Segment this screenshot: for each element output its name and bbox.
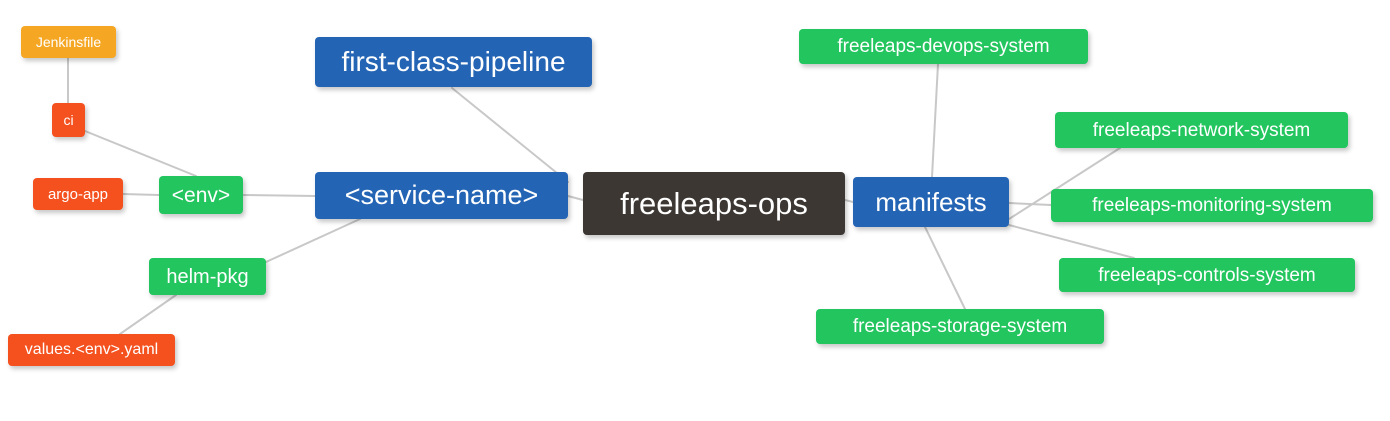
node-label: values.<env>.yaml [24, 341, 159, 358]
node-storage-sys[interactable]: freeleaps-storage-system [816, 309, 1104, 344]
node-label: Jenkinsfile [35, 34, 102, 50]
edge-manifests-to-monitor-sys [1008, 202, 1052, 206]
edge-root-to-manifests [844, 199, 854, 203]
edge-service-name-to-helm-pkg [265, 218, 361, 263]
edge-manifests-to-network-sys [1008, 147, 1121, 220]
node-env[interactable]: <env> [159, 176, 243, 214]
node-label: argo-app [47, 185, 109, 203]
node-label: manifests [875, 187, 987, 217]
edge-env-to-ci [84, 130, 197, 177]
edge-manifests-to-devops-sys [931, 63, 939, 178]
node-argo-app[interactable]: argo-app [33, 178, 123, 210]
node-service-name[interactable]: <service-name> [315, 172, 568, 219]
node-label: freeleaps-devops-system [837, 36, 1050, 57]
node-label: freeleaps-monitoring-system [1092, 195, 1332, 216]
node-network-sys[interactable]: freeleaps-network-system [1055, 112, 1348, 148]
node-values-yaml[interactable]: values.<env>.yaml [8, 334, 175, 366]
node-label: <service-name> [344, 180, 539, 210]
node-helm-pkg[interactable]: helm-pkg [149, 258, 266, 295]
edge-service-name-to-env [242, 194, 316, 197]
node-pipeline[interactable]: first-class-pipeline [315, 37, 592, 87]
node-label: <env> [171, 183, 231, 207]
edge-service-name-to-pipeline [451, 87, 569, 183]
edge-helm-pkg-to-values-yaml [119, 294, 177, 335]
node-devops-sys[interactable]: freeleaps-devops-system [799, 29, 1088, 64]
node-label: helm-pkg [166, 265, 249, 288]
node-label: freeleaps-controls-system [1098, 264, 1316, 286]
node-root[interactable]: freeleaps-ops [583, 172, 845, 235]
node-label: ci [63, 112, 74, 128]
node-monitor-sys[interactable]: freeleaps-monitoring-system [1051, 189, 1373, 222]
node-manifests[interactable]: manifests [853, 177, 1009, 227]
edge-manifests-to-controls-sys [1008, 224, 1135, 259]
node-label: freeleaps-ops [620, 186, 808, 221]
edge-root-to-service-name [567, 195, 584, 201]
node-jenkinsfile[interactable]: Jenkinsfile [21, 26, 116, 58]
node-label: first-class-pipeline [341, 46, 566, 77]
node-label: freeleaps-network-system [1092, 119, 1311, 141]
node-controls-sys[interactable]: freeleaps-controls-system [1059, 258, 1355, 292]
edge-manifests-to-storage-sys [924, 226, 966, 310]
node-ci[interactable]: ci [52, 103, 85, 137]
node-label: freeleaps-storage-system [852, 316, 1068, 337]
edge-env-to-argo-app [122, 193, 160, 196]
